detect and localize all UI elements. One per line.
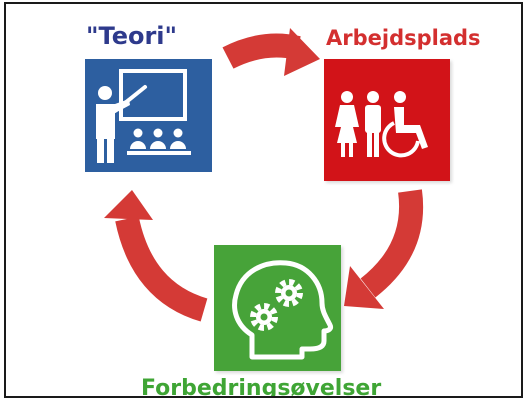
tile-arbejdsplads: [324, 59, 450, 181]
tile-forbedringsovelser: [214, 245, 341, 371]
people-accessibility-icon: [335, 91, 428, 158]
arrow-teori-to-arbejdsplads: [222, 28, 320, 76]
label-teori: "Teori": [86, 22, 178, 50]
head-gears-icon: [232, 260, 333, 360]
label-arbejdsplads: Arbejdsplads: [326, 26, 481, 50]
presentation-teacher-icon: [96, 69, 191, 163]
arrow-arbejdsplads-to-forbedring: [344, 189, 423, 309]
arrow-forbedring-to-teori: [104, 190, 208, 322]
diagram-frame: "Teori" Arbejdsplads Forbedringsøvelser: [4, 2, 523, 398]
gear-icon: [275, 279, 303, 307]
gear-icon: [250, 303, 278, 331]
cycle-arrows: [104, 28, 423, 322]
tile-teori: [85, 59, 212, 172]
label-forbedringsovelser: Forbedringsøvelser: [141, 376, 382, 398]
